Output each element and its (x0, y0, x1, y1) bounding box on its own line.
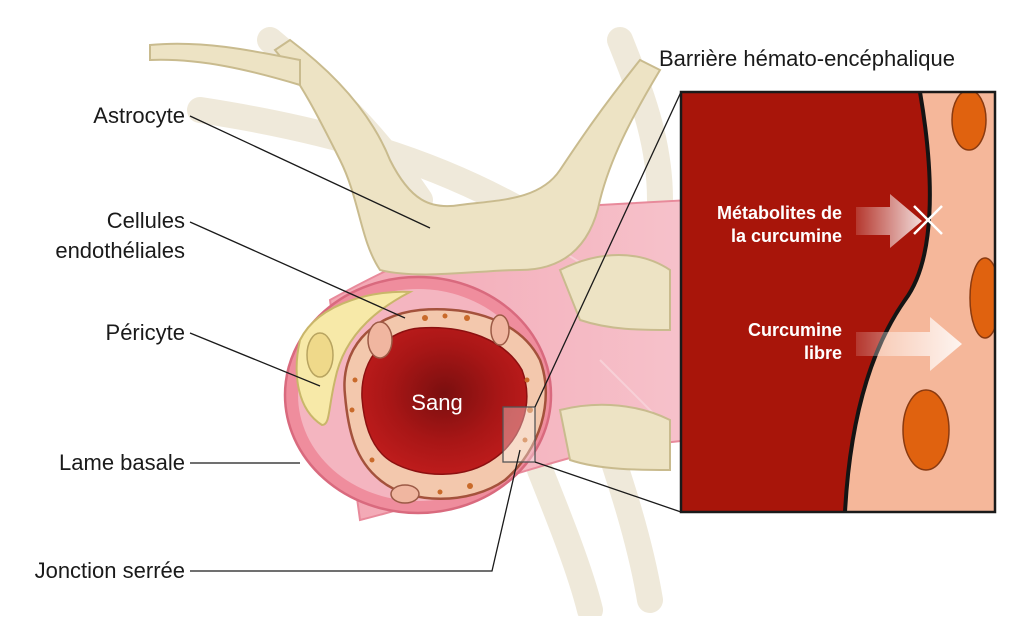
pericyte-label: Péricyte (106, 320, 185, 345)
endothelial-label-line2: endothéliales (55, 238, 185, 263)
metabolites-label-line2: la curcumine (731, 226, 842, 246)
tight-junction-marker (502, 406, 536, 463)
blocked-cross-icon (913, 205, 943, 235)
label-leader-lines (189, 115, 521, 572)
astrocyte-label: Astrocyte (93, 103, 185, 128)
free-curcumin-label-line1: Curcumine (748, 320, 842, 340)
brain-cell-nuclei (902, 92, 995, 471)
astrocyte-leader (189, 115, 431, 229)
barrier-inset-panel (681, 92, 995, 512)
free-curcumin-arrow (856, 317, 962, 371)
tight-junction-label: Jonction serrée (35, 558, 185, 583)
blood-label: Sang (411, 390, 462, 415)
pericyte-nucleus (306, 332, 334, 378)
zoom-connectors (534, 91, 682, 513)
inset-border (679, 90, 997, 514)
pericyte-cell (295, 290, 414, 427)
endothelial-label-line1: Cellules (107, 208, 185, 233)
metabolites-label-line1: Métabolites de (717, 203, 842, 223)
astrocyte-cells (149, 38, 671, 472)
pericyte-leader (189, 332, 321, 387)
basal-lamina-label: Lame basale (59, 450, 185, 475)
metabolites-blocked-arrow (856, 194, 922, 248)
free-curcumin-label-line2: libre (804, 343, 842, 363)
inset-title: Barrière hémato-encéphalique (659, 46, 955, 71)
tight-junction-leader (190, 449, 521, 572)
endothelial-nuclei (367, 314, 510, 504)
endothelial-granules (349, 313, 533, 495)
endothelial-leader (189, 221, 406, 319)
vessel-cross-section (283, 275, 553, 515)
